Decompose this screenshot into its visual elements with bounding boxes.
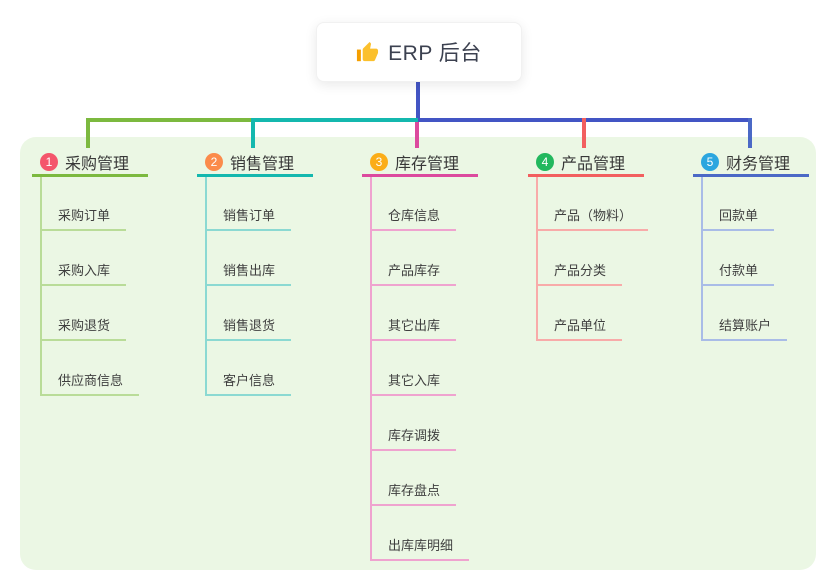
child-label: 付款单 bbox=[719, 263, 759, 278]
branch-badge: 2 bbox=[205, 152, 223, 171]
branch-label: 销售管理 bbox=[230, 155, 295, 173]
child-node[interactable]: 结算账户 bbox=[701, 312, 788, 341]
child-node[interactable]: 产品分类 bbox=[536, 257, 623, 286]
branch-header-2[interactable]: 2 销售管理 bbox=[197, 149, 313, 177]
child-label: 库存盘点 bbox=[388, 483, 441, 498]
branch-drop-line-3 bbox=[415, 122, 419, 148]
branch-label: 财务管理 bbox=[726, 155, 791, 173]
branch-drop-line-4 bbox=[582, 118, 586, 148]
child-node[interactable]: 其它出库 bbox=[370, 312, 457, 341]
child-label: 销售出库 bbox=[223, 263, 276, 278]
branch-spine-5 bbox=[701, 177, 703, 341]
branches-panel bbox=[20, 137, 816, 570]
child-label: 产品（物料） bbox=[554, 208, 633, 223]
branch-spine-1 bbox=[40, 177, 42, 396]
branch-label: 采购管理 bbox=[65, 155, 130, 173]
child-label: 销售订单 bbox=[223, 208, 276, 223]
branch-spine-3 bbox=[370, 177, 372, 561]
child-node[interactable]: 仓库信息 bbox=[370, 202, 457, 231]
bus-segment-purchase bbox=[86, 118, 254, 122]
child-label: 其它入库 bbox=[388, 373, 441, 388]
child-node[interactable]: 采购入库 bbox=[40, 257, 127, 286]
child-node[interactable]: 产品单位 bbox=[536, 312, 623, 341]
child-label: 出库库明细 bbox=[388, 538, 454, 553]
child-node[interactable]: 产品库存 bbox=[370, 257, 457, 286]
child-label: 销售退货 bbox=[223, 318, 276, 333]
child-label: 结算账户 bbox=[719, 318, 772, 333]
child-node[interactable]: 出库库明细 bbox=[370, 532, 470, 561]
child-label: 客户信息 bbox=[223, 373, 276, 388]
child-node[interactable]: 采购订单 bbox=[40, 202, 127, 231]
child-label: 回款单 bbox=[719, 208, 759, 223]
child-node[interactable]: 销售退货 bbox=[205, 312, 292, 341]
child-label: 产品库存 bbox=[388, 263, 441, 278]
child-label: 采购入库 bbox=[58, 263, 111, 278]
bus-segment-sales bbox=[254, 118, 418, 122]
root-stem-line bbox=[416, 82, 420, 122]
child-label: 供应商信息 bbox=[58, 373, 124, 388]
child-node[interactable]: 供应商信息 bbox=[40, 367, 140, 396]
child-label: 采购退货 bbox=[58, 318, 111, 333]
branch-label: 产品管理 bbox=[561, 155, 626, 173]
child-label: 仓库信息 bbox=[388, 208, 441, 223]
branch-drop-line-2 bbox=[251, 118, 255, 148]
child-node[interactable]: 采购退货 bbox=[40, 312, 127, 341]
child-label: 产品单位 bbox=[554, 318, 607, 333]
root-title: ERP 后台 bbox=[388, 42, 482, 65]
branch-header-1[interactable]: 1 采购管理 bbox=[32, 149, 148, 177]
child-node[interactable]: 产品（物料） bbox=[536, 202, 649, 231]
child-node[interactable]: 库存调拨 bbox=[370, 422, 457, 451]
branch-spine-4 bbox=[536, 177, 538, 341]
thumbs-up-icon bbox=[356, 41, 379, 64]
child-label: 库存调拨 bbox=[388, 428, 441, 443]
branch-badge: 3 bbox=[370, 152, 388, 171]
branch-spine-2 bbox=[205, 177, 207, 396]
branch-badge: 4 bbox=[536, 152, 554, 171]
child-node[interactable]: 客户信息 bbox=[205, 367, 292, 396]
branch-drop-line-5 bbox=[748, 118, 752, 148]
child-node[interactable]: 销售出库 bbox=[205, 257, 292, 286]
child-label: 其它出库 bbox=[388, 318, 441, 333]
branch-badge: 5 bbox=[701, 152, 719, 171]
child-node[interactable]: 其它入库 bbox=[370, 367, 457, 396]
child-node[interactable]: 库存盘点 bbox=[370, 477, 457, 506]
child-label: 采购订单 bbox=[58, 208, 111, 223]
root-node-erp[interactable]: ERP 后台 bbox=[316, 22, 522, 82]
child-node[interactable]: 销售订单 bbox=[205, 202, 292, 231]
branch-label: 库存管理 bbox=[395, 155, 460, 173]
child-node[interactable]: 付款单 bbox=[701, 257, 775, 286]
branch-header-3[interactable]: 3 库存管理 bbox=[362, 149, 478, 177]
branch-drop-line-1 bbox=[86, 118, 90, 148]
child-node[interactable]: 回款单 bbox=[701, 202, 775, 231]
child-label: 产品分类 bbox=[554, 263, 607, 278]
branch-badge: 1 bbox=[40, 152, 58, 171]
branch-header-4[interactable]: 4 产品管理 bbox=[528, 149, 644, 177]
branch-header-5[interactable]: 5 财务管理 bbox=[693, 149, 809, 177]
